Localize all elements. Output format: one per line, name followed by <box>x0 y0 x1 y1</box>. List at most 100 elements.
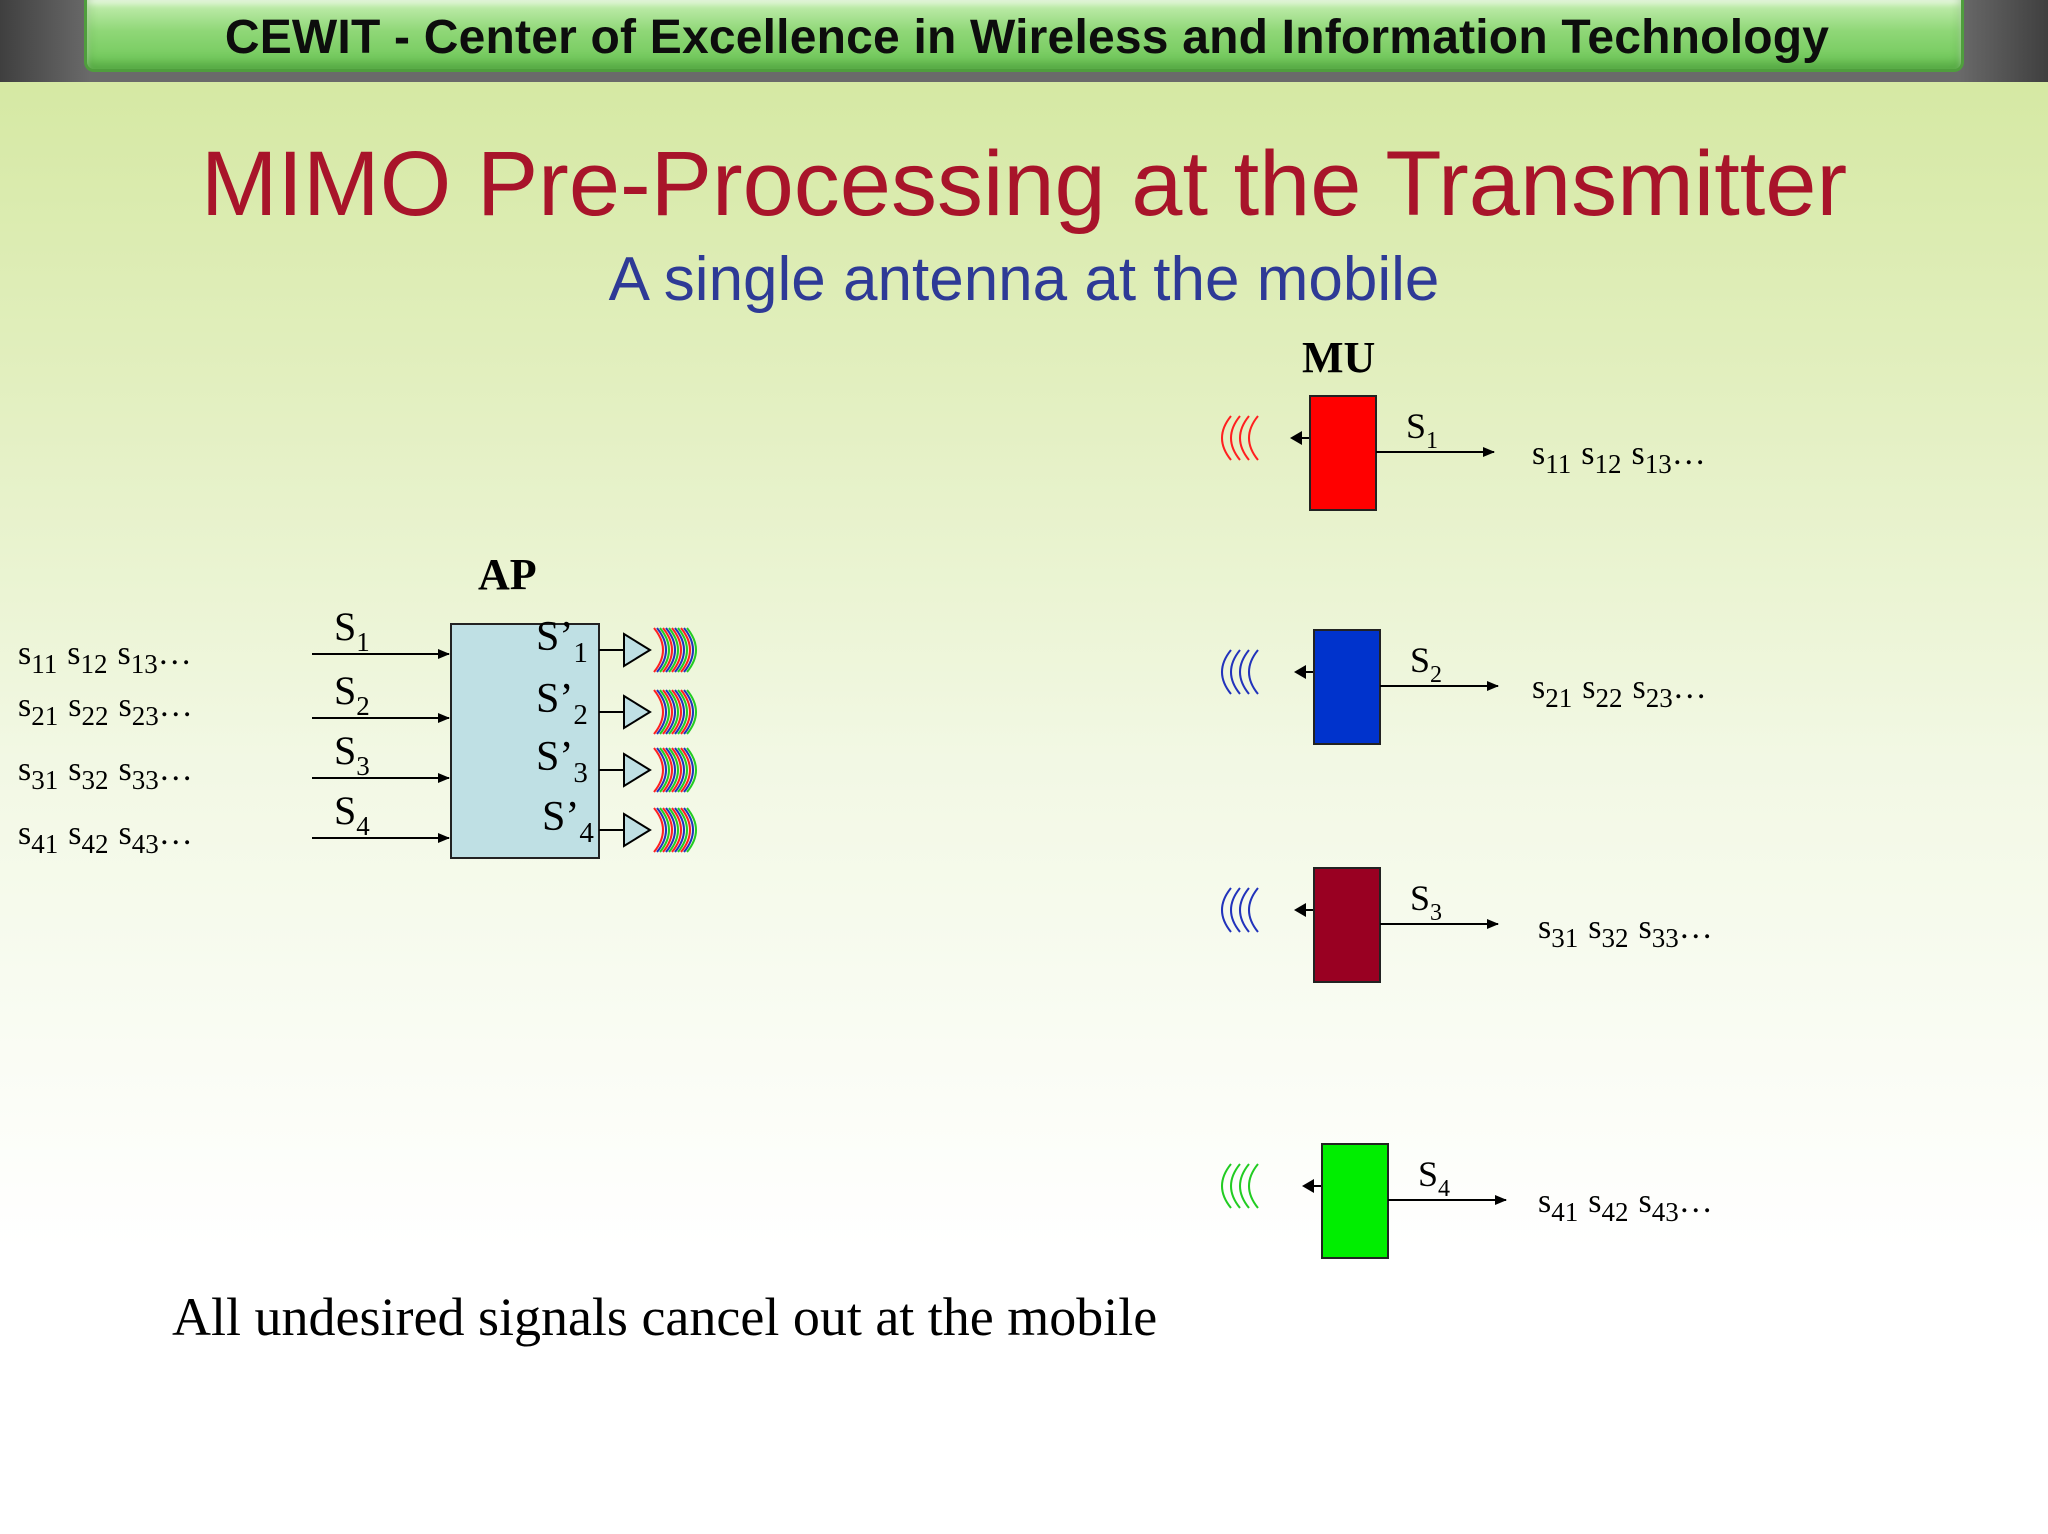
ap-antenna-icon <box>623 694 652 730</box>
ap-wave-icon-arc <box>686 627 697 673</box>
ap-wave-icon-arc <box>659 807 670 853</box>
mobile-wave-icon-arc <box>1230 1163 1241 1209</box>
mobile-signal-label: S1 <box>1406 406 1438 454</box>
mobile-wave-icon-arc <box>1239 649 1250 695</box>
ap-antenna-icon <box>623 752 652 788</box>
header-title: CEWIT - Center of Excellence in Wireless… <box>224 11 1830 64</box>
mobile-wave-icon-arc <box>1248 649 1259 695</box>
mobile-wave-icon-arc <box>1230 649 1241 695</box>
ap-input-label: S2 <box>334 668 370 721</box>
mobile-antenna-icon <box>1294 903 1306 917</box>
mobile-box <box>1309 395 1377 511</box>
mu-label: MU <box>1302 333 1375 382</box>
ap-wave-icon-arc <box>659 747 670 793</box>
ap-output-label: S’2 <box>536 676 588 731</box>
mobile-wave-icon-arc <box>1221 887 1232 933</box>
ap-wave-icon-arc <box>671 627 682 673</box>
ap-wave-icon-arc <box>668 689 679 735</box>
ap-box <box>450 623 600 859</box>
ap-wave-icon-arc <box>665 689 676 735</box>
ap-wave-icon-arc <box>671 689 682 735</box>
ap-wave-icon-arc <box>677 689 688 735</box>
mobile-wave-icon <box>1221 415 1259 461</box>
ap-wave-icon-arc <box>683 747 694 793</box>
ap-wave-icon-arc <box>656 627 667 673</box>
ap-wave-icon-arc <box>668 807 679 853</box>
ap-wave-icon-arc <box>674 747 685 793</box>
ap-wave-icon-arc <box>674 627 685 673</box>
ap-wave-icon <box>653 627 697 673</box>
ap-output-group: S’1S’2S’3S’4 <box>536 614 697 853</box>
ap-wave-icon-arc <box>668 747 679 793</box>
ap-wave-icon-arc <box>674 807 685 853</box>
ap-wave-icon-arc <box>662 747 673 793</box>
ap-wave-icon <box>653 807 697 853</box>
ap-wave-icon <box>653 747 697 793</box>
mobile-wave-icon <box>1221 649 1259 695</box>
ap-label: AP <box>478 550 537 599</box>
mobile-box <box>1313 867 1381 983</box>
mobile-box <box>1313 629 1381 745</box>
ap-wave-icon-arc <box>677 747 688 793</box>
ap-wave-icon-arc <box>686 689 697 735</box>
ap-wave-icon-arc <box>680 807 691 853</box>
slide-subtitle: A single antenna at the mobile <box>608 245 1440 314</box>
mobile-antenna-icon <box>1290 431 1302 445</box>
ap-wave-icon-arc <box>665 747 676 793</box>
ap-wave-icon-arc <box>671 747 682 793</box>
mobile-wave-icon-arc <box>1239 415 1250 461</box>
mobile-wave-icon-arc <box>1239 887 1250 933</box>
ap-wave-icon-arc <box>677 627 688 673</box>
ap-wave-icon-arc <box>656 747 667 793</box>
mobile-antenna-icon <box>1294 665 1306 679</box>
mobile-signal-label: S4 <box>1418 1154 1450 1202</box>
mobile-wave-icon-arc <box>1230 415 1241 461</box>
mobile-wave-icon <box>1221 1163 1259 1209</box>
mobile-wave-icon-arc <box>1221 415 1232 461</box>
mobile-wave-icon-arc <box>1230 887 1241 933</box>
mobile-signal-label: S3 <box>1410 878 1442 926</box>
ap-wave-icon-arc <box>680 747 691 793</box>
ap-wave-icon-arc <box>656 689 667 735</box>
ap-wave-icon-arc <box>659 689 670 735</box>
ap-wave-icon-arc <box>671 807 682 853</box>
ap-wave-icon-arc <box>683 689 694 735</box>
ap-wave-icon-arc <box>680 689 691 735</box>
mobile-wave-icon-arc <box>1248 415 1259 461</box>
ap-wave-icon-arc <box>653 627 664 673</box>
ap-wave-icon-arc <box>683 627 694 673</box>
ap-wave-icon-arc <box>662 689 673 735</box>
ap-wave-icon-arc <box>680 627 691 673</box>
header-banner: CEWIT - Center of Excellence in Wireless… <box>84 0 1964 72</box>
ap-output-label: S’4 <box>542 794 594 849</box>
ap-wave-icon-arc <box>662 627 673 673</box>
ap-antenna-icon <box>623 632 652 668</box>
ap-wave-icon-arc <box>674 689 685 735</box>
ap-antenna-icon <box>623 812 652 848</box>
mobile-wave-icon-arc <box>1221 1163 1232 1209</box>
ap-output-label: S’3 <box>536 734 588 789</box>
ap-wave-icon-arc <box>686 747 697 793</box>
mobile-wave-icon-arc <box>1248 1163 1259 1209</box>
ap-output-label: S’1 <box>536 614 588 669</box>
mobile-wave-icon <box>1221 887 1259 933</box>
ap-wave-icon-arc <box>653 747 664 793</box>
footer-note: All undesired signals cancel out at the … <box>172 1287 1158 1347</box>
mobile-wave-icon-arc <box>1239 1163 1250 1209</box>
